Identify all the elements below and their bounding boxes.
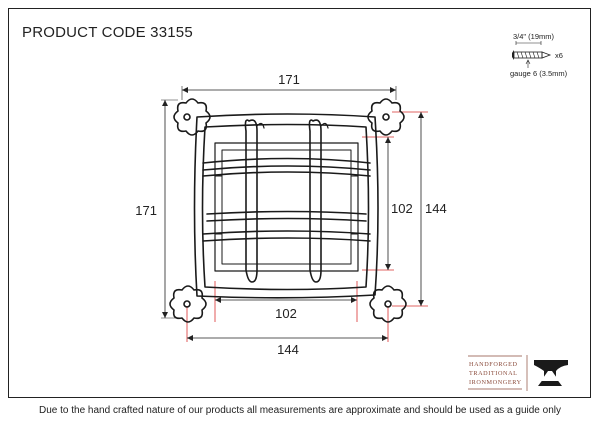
grille-band-middle: [206, 210, 367, 222]
corner-lug-bottom-right: [369, 285, 407, 323]
anvil-icon: [534, 360, 568, 386]
fixing-height-dimension: 144: [418, 112, 447, 306]
fixing-width-dimension: 144: [187, 335, 388, 357]
overall-height-label: 171: [135, 203, 157, 218]
grille-band-upper: [202, 157, 371, 177]
brand-logo: HANDFORGED TRADITIONAL IRONMONGERY: [468, 355, 568, 391]
drawing-border: [8, 8, 591, 398]
grille-bar-left: [244, 119, 258, 283]
disclaimer-text: Due to the hand crafted nature of our pr…: [39, 405, 561, 416]
screw-quantity-label: x6: [555, 51, 563, 60]
brand-line-1: HANDFORGED: [469, 361, 518, 368]
extension-lines: [186, 111, 428, 342]
inner-width-dimension: 102: [215, 297, 357, 321]
corner-lug-bottom-left: [169, 285, 207, 323]
screw-detail: 3/4" (19mm) x6 gauge 6 (3.5mm): [510, 32, 568, 78]
product-code-title: PRODUCT CODE 33155: [22, 24, 193, 41]
overall-width-label: 171: [278, 72, 300, 87]
inner-height-dimension: 102: [385, 137, 413, 270]
grille-inner-box: [214, 142, 359, 272]
screw-gauge-label: gauge 6 (3.5mm): [510, 69, 568, 78]
grille-drawing: [169, 98, 407, 323]
grille-frame-inner: [201, 123, 370, 291]
screw-icon: [512, 50, 552, 60]
inner-width-label: 102: [275, 306, 297, 321]
overall-height-dimension: 171: [135, 99, 178, 319]
brand-line-2: TRADITIONAL: [469, 370, 518, 377]
fixing-width-label: 144: [277, 342, 299, 357]
overall-width-dimension: 171: [181, 72, 397, 100]
screw-length-label: 3/4" (19mm): [513, 32, 555, 41]
inner-height-label: 102: [391, 201, 413, 216]
grille-bar-right: [308, 119, 322, 283]
grille-frame: [193, 113, 379, 299]
fixing-height-label: 144: [425, 201, 447, 216]
corner-lug-top-left: [173, 98, 211, 136]
corner-lug-top-right: [367, 98, 405, 136]
grille-band-lower: [202, 230, 371, 242]
brand-line-3: IRONMONGERY: [469, 379, 522, 386]
